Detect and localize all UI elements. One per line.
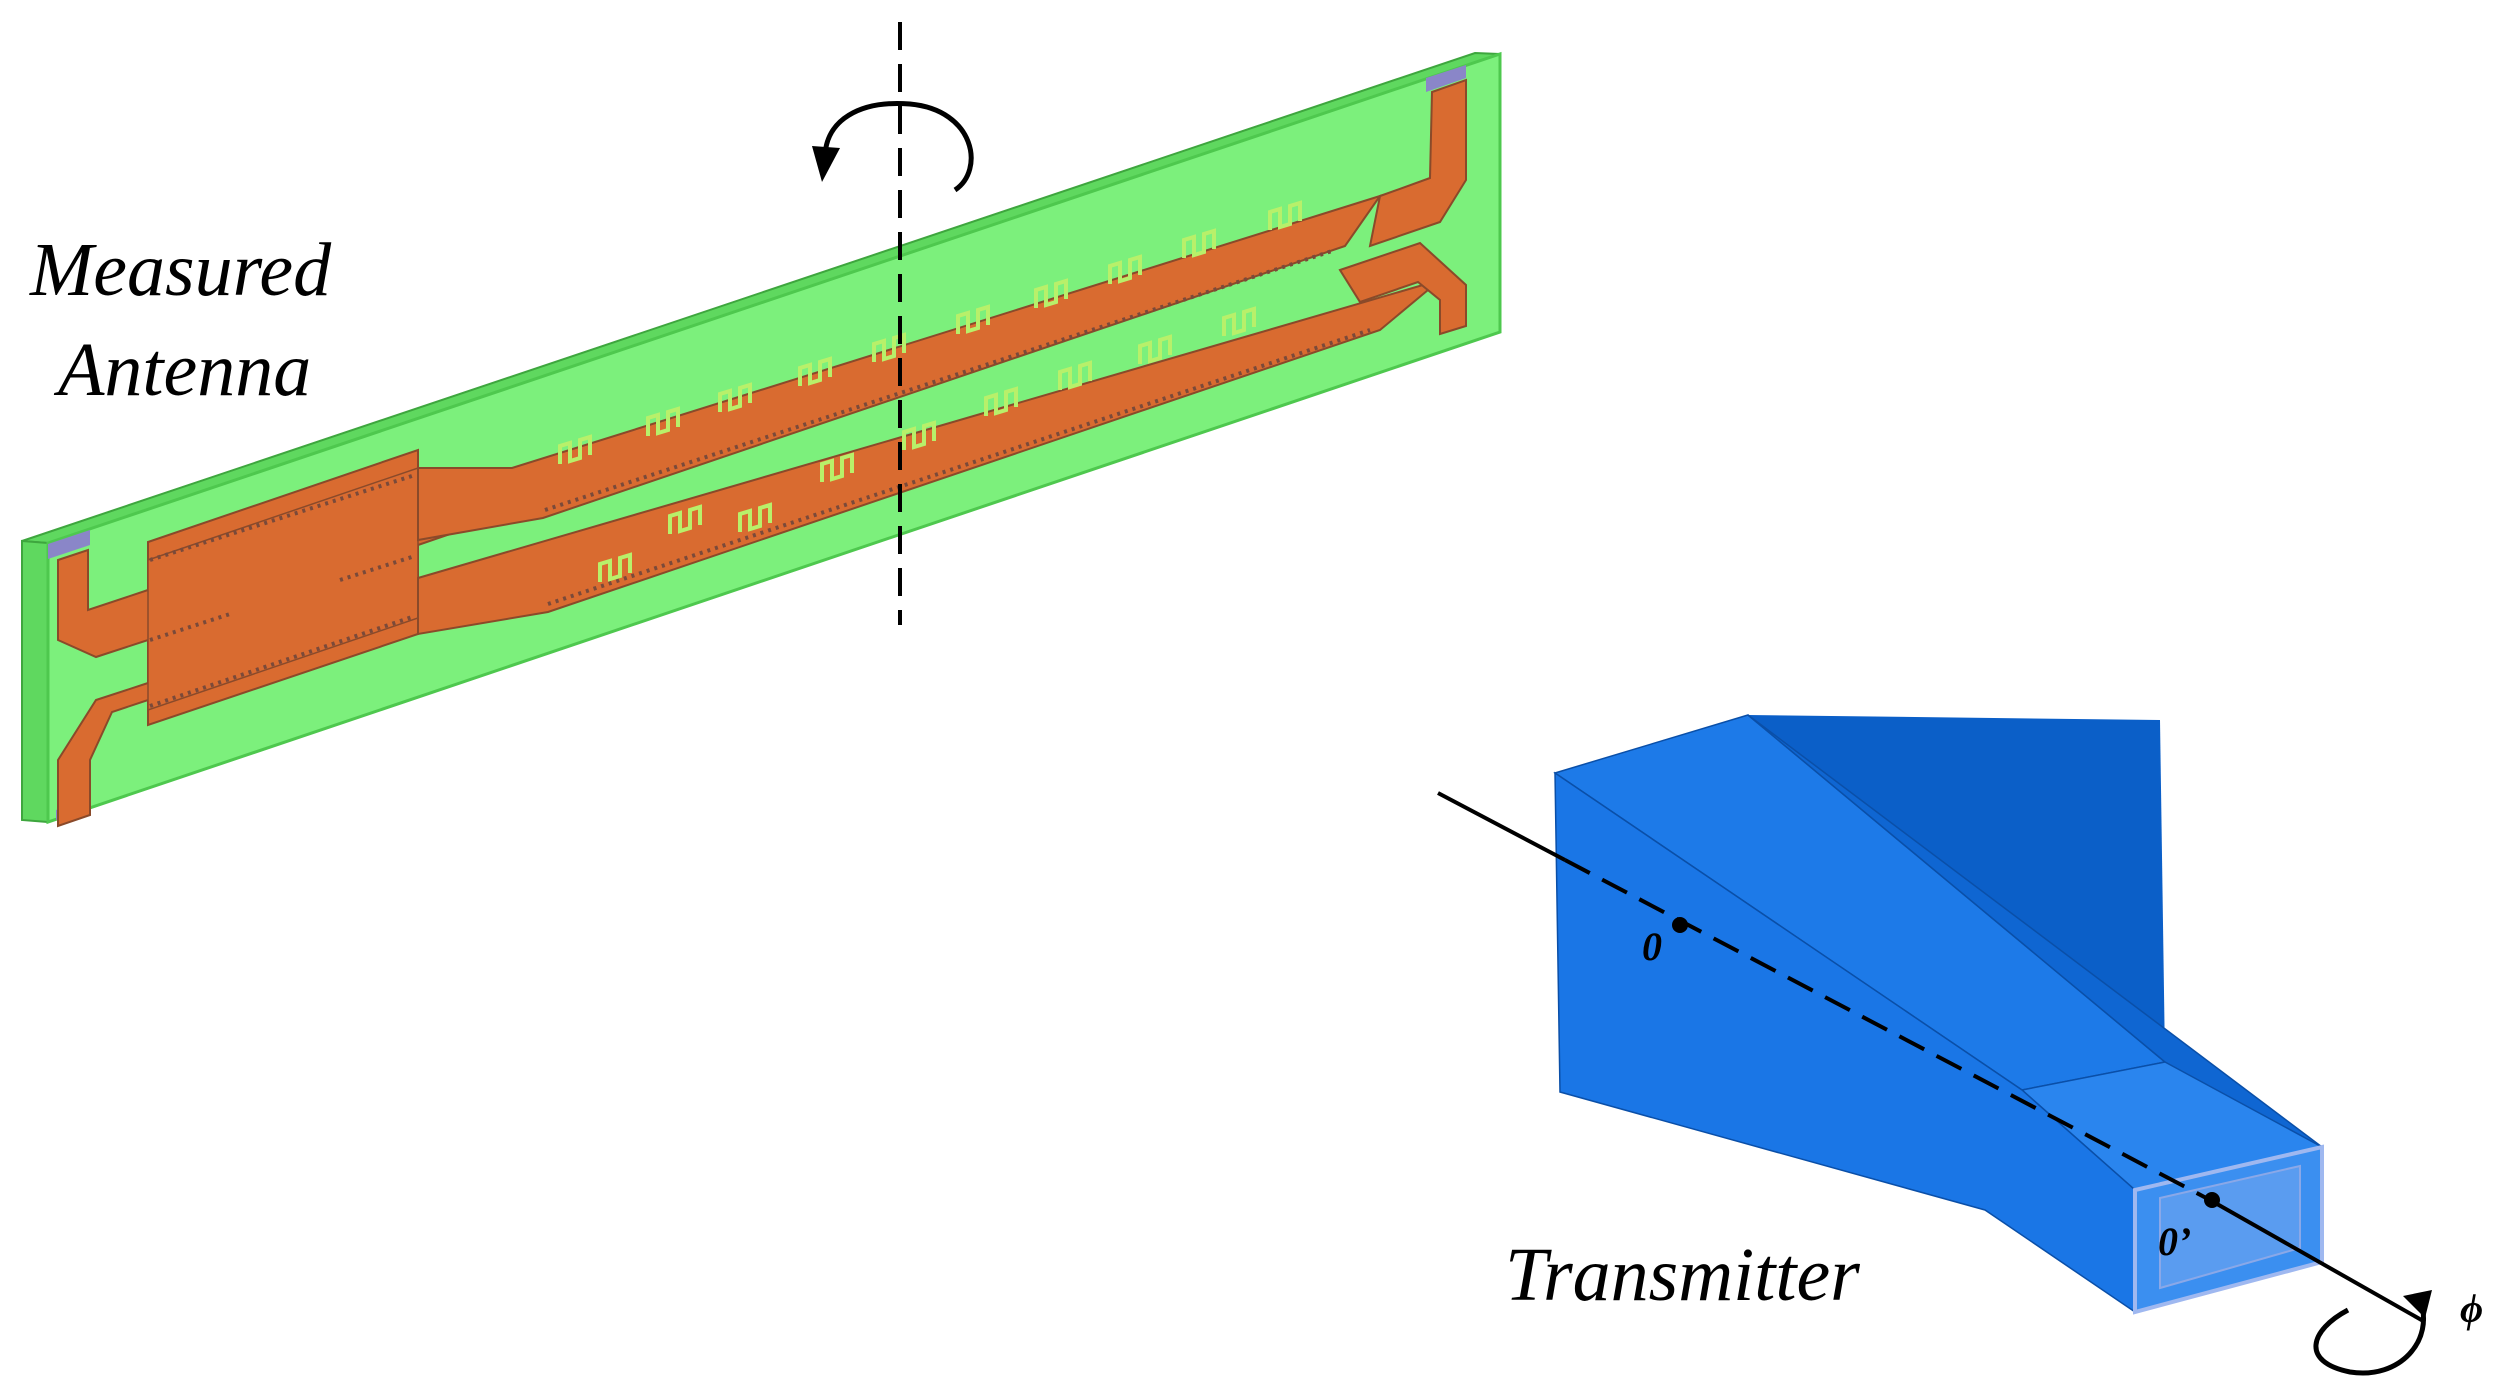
via-row-lower — [547, 328, 1371, 606]
slot-element — [1268, 200, 1302, 230]
point-o-prime-label: 0’ — [2158, 1219, 2191, 1264]
slot-element — [1182, 228, 1216, 258]
point-o-dot — [1672, 917, 1688, 933]
slot-element — [1138, 334, 1172, 364]
waveguide-aperture-inner — [2159, 1164, 2301, 1290]
axis-solid-left — [1437, 791, 1566, 862]
slot-elements-lower — [598, 306, 1256, 582]
measured-antenna-label-line2: Antenna — [53, 328, 311, 412]
slot-element — [1058, 360, 1092, 390]
rotation-arrow-icon — [822, 100, 974, 193]
slot-element — [718, 382, 752, 412]
slot-element — [646, 406, 680, 436]
port-tab-left — [48, 530, 90, 559]
transmitter-axis — [1437, 791, 2432, 1376]
transmitter-horn — [1553, 714, 2325, 1315]
slot-element — [798, 356, 832, 386]
phi-label: ϕ — [2460, 1286, 2483, 1331]
slot-element — [902, 420, 936, 450]
axis-dashed — [1564, 858, 2211, 1202]
phi-rotation-arrowhead-icon — [2403, 1290, 2432, 1318]
via-row-feed-mid2 — [339, 554, 416, 582]
feed-network-right — [1368, 78, 1467, 248]
slot-element — [984, 386, 1018, 416]
slot-element — [738, 502, 772, 532]
slot-element — [872, 332, 906, 362]
via-row-feed-bottom — [149, 614, 416, 708]
slot-element — [598, 552, 632, 582]
lower-arm — [417, 279, 1441, 636]
point-o-label: 0 — [1642, 924, 1662, 969]
via-row-feed-mid — [149, 612, 231, 642]
slot-elements-upper — [558, 200, 1302, 464]
board-left-edge — [21, 539, 49, 824]
measured-antenna-label-line1: Measured — [29, 228, 332, 312]
slot-element — [1108, 254, 1142, 284]
slot-element — [668, 504, 702, 534]
slot-element — [820, 452, 854, 482]
phi-rotation-arrow-icon — [2313, 1299, 2426, 1376]
axis-solid-right — [2209, 1198, 2426, 1324]
slot-element — [558, 434, 592, 464]
rotation-arrowhead-icon — [812, 146, 840, 182]
slot-element — [1034, 278, 1068, 308]
slot-element — [956, 304, 990, 334]
slot-element — [1222, 306, 1256, 336]
measured-antenna — [21, 51, 1502, 828]
feed-network-right-lower — [1338, 241, 1467, 336]
via-row-upper — [544, 248, 1336, 512]
port-tab-right — [1426, 65, 1466, 92]
antenna-rotation-axis — [812, 22, 974, 625]
point-o-prime-dot — [2204, 1192, 2220, 1208]
transmitter-label: Transmitter — [1505, 1233, 1860, 1317]
